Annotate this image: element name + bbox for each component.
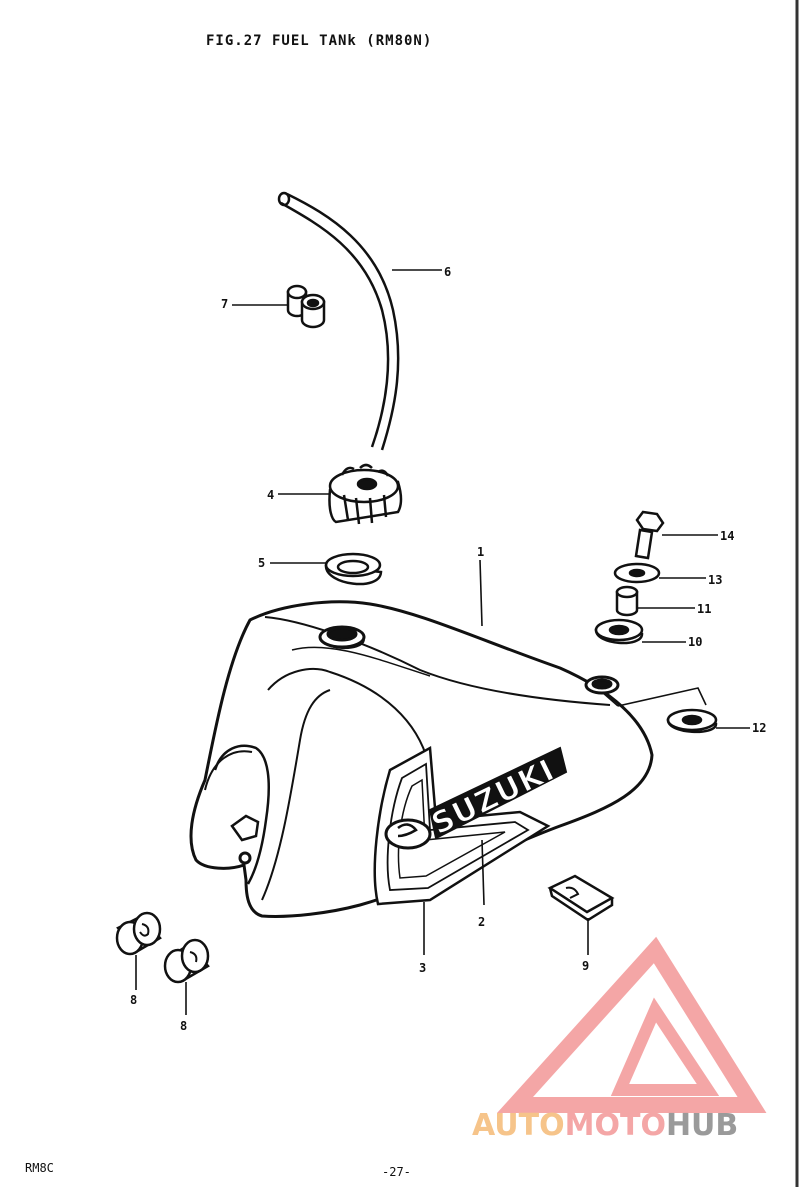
callout-4: 4: [267, 488, 275, 502]
breather-hose: [277, 191, 400, 451]
callout-3: 3: [419, 961, 427, 975]
fuel-cap: [328, 463, 403, 525]
callout-8-b: 8: [180, 1019, 188, 1033]
callout-9: 9: [582, 959, 590, 973]
hose-collar: [286, 284, 326, 329]
rear-cushion-top: [594, 618, 644, 645]
collar: [615, 585, 639, 617]
tank-cushion: [547, 874, 615, 922]
callout-14: 14: [720, 529, 735, 543]
front-mount-cushion-a: [115, 911, 162, 956]
callout-13: 13: [708, 573, 723, 587]
page-number: -27-: [382, 1165, 411, 1179]
watermark-auto: AUTO: [472, 1108, 565, 1143]
watermark-logo-icon: [496, 936, 767, 1113]
callout-6: 6: [444, 265, 452, 279]
watermark-moto: MOTO: [564, 1108, 666, 1143]
leader-lines: [135, 269, 750, 1015]
washer: [613, 562, 661, 584]
model-code: RM8C: [25, 1161, 54, 1175]
figure-title: FIG.27 FUEL TANk (RM80N): [206, 33, 433, 49]
watermark-hub: HUB: [665, 1108, 739, 1143]
callout-5: 5: [258, 556, 266, 570]
callout-11: 11: [697, 602, 712, 616]
callout-10: 10: [688, 635, 703, 649]
callout-7: 7: [221, 297, 229, 311]
watermark-text: AUTOMOTOHUB: [472, 1108, 738, 1143]
mount-bolt: [634, 510, 665, 560]
callout-8-a: 8: [130, 993, 138, 1007]
callout-1: 1: [477, 545, 485, 559]
suzuki-emblem: [384, 746, 568, 850]
front-mount-cushion-b: [163, 938, 210, 984]
callout-2: 2: [478, 915, 486, 929]
rear-cushion-bottom: [666, 708, 718, 734]
callout-12: 12: [752, 721, 767, 735]
cap-gasket: [324, 552, 383, 586]
